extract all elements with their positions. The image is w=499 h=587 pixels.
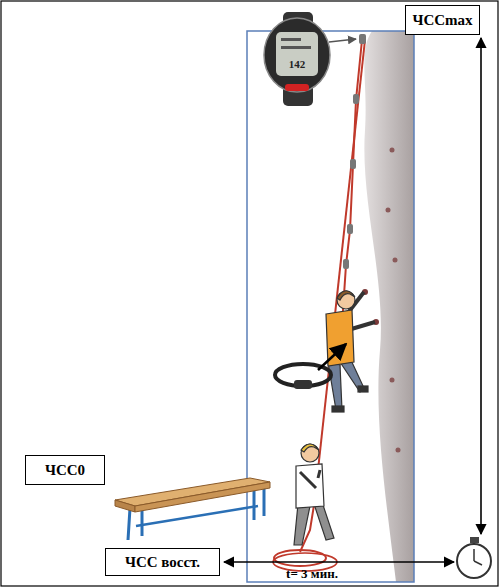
head (337, 291, 355, 309)
scene-panel (247, 31, 414, 582)
pointer-arrow (329, 39, 356, 42)
leg (294, 504, 310, 545)
display-segment (281, 38, 301, 41)
shoe (358, 386, 368, 392)
bench-edge (115, 500, 135, 512)
height-arrow (480, 38, 482, 534)
torso (296, 464, 324, 508)
hair (301, 444, 319, 452)
bench-leg (128, 508, 130, 540)
watch-body (264, 18, 330, 92)
display-segment (281, 46, 311, 49)
bench-leg (141, 508, 144, 536)
display-value: 142 (289, 58, 306, 70)
climber-figure (326, 291, 375, 412)
quickdraw (353, 94, 359, 104)
hold (386, 208, 391, 213)
quickdraw (347, 224, 353, 234)
arm (318, 470, 320, 478)
rope-strand (318, 40, 365, 470)
climbing-wall (362, 31, 414, 582)
label-box: ЧСС восст. (105, 548, 220, 576)
stopwatch-face (457, 544, 491, 578)
bench-edge (135, 482, 270, 512)
label-box: ЧССmax (405, 5, 480, 35)
quickdraw (350, 159, 356, 169)
bench-leg (263, 486, 266, 516)
wall-surface (364, 31, 414, 582)
arm (300, 472, 316, 488)
box-text: ЧСС восст. (125, 554, 200, 571)
hold (390, 378, 395, 383)
pointer-arrow (318, 344, 346, 370)
heart-rate-watch (264, 12, 356, 106)
box-text: ЧСС0 (45, 462, 85, 479)
head (301, 444, 319, 462)
sensor (294, 380, 312, 389)
stopwatch (457, 537, 491, 578)
quickdraws (343, 34, 366, 269)
hold (393, 258, 398, 263)
stopwatch-hand (474, 561, 482, 565)
time-label: t= 3 мин. (286, 567, 338, 581)
leg (314, 502, 334, 540)
anchor (359, 34, 366, 44)
hold (390, 148, 395, 153)
belayer-figure (294, 444, 334, 545)
rope (273, 40, 365, 571)
watch-button (285, 84, 309, 91)
box-text: ЧССmax (412, 12, 472, 29)
time-arrow (224, 561, 454, 563)
shoe (332, 406, 344, 412)
label-box: ЧСС0 (25, 455, 105, 485)
hair (337, 291, 355, 300)
stopwatch-crown (470, 537, 479, 543)
bench (115, 478, 270, 540)
quickdraw (343, 259, 349, 269)
hold (396, 448, 401, 453)
chest-strap (275, 344, 346, 389)
watch-screen (276, 32, 318, 76)
stopwatch-hand (473, 549, 475, 561)
